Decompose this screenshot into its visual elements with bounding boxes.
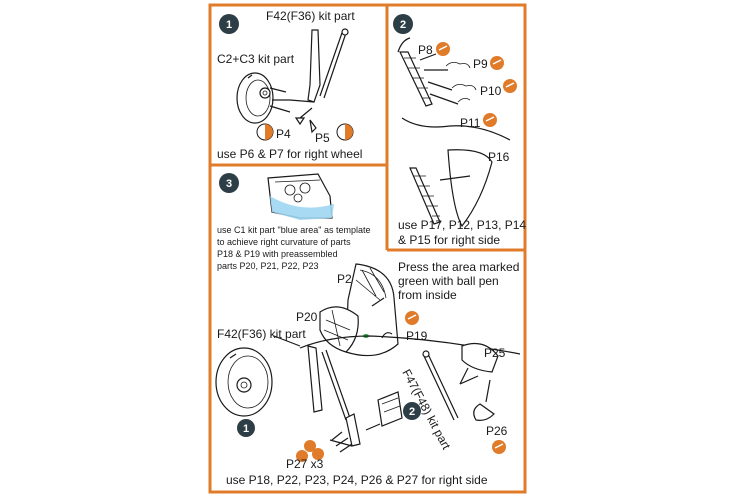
step1-strut-label: F42(F36) kit part — [266, 9, 355, 23]
step3-template-note-4: parts P20, P21, P22, P23 — [217, 261, 319, 271]
step3-p26-badge — [492, 440, 506, 454]
step1-p4-badge: P4 — [256, 123, 291, 141]
panel-borders — [208, 3, 527, 494]
svg-text:P9: P9 — [473, 57, 488, 71]
step2-p10-badge: P10 — [480, 79, 517, 98]
svg-text:P19: P19 — [406, 329, 428, 343]
svg-text:2: 2 — [400, 19, 406, 31]
step3-p26-part — [473, 379, 495, 421]
step3-press-note-3: from inside — [398, 288, 457, 302]
step3-substep2-pieces — [365, 391, 403, 431]
step2-upper-assembly — [397, 37, 477, 107]
step3-sweep-curve — [299, 335, 521, 355]
step1-arrows — [269, 87, 317, 134]
svg-text:2: 2 — [409, 406, 415, 418]
svg-text:P8: P8 — [418, 43, 433, 57]
step3-badge: 3 — [219, 173, 239, 193]
step3-press-note-2: green with ball pen — [398, 274, 499, 288]
step1-wheel-illustration — [236, 72, 274, 124]
step3-note: use P18, P22, P23, P24, P26 & P27 for ri… — [226, 473, 488, 487]
step3-p26-label: P26 — [486, 424, 508, 438]
svg-text:1: 1 — [243, 423, 249, 435]
step2-note-line1: use P17, P12, P13, P14 — [398, 218, 526, 232]
step2-panel: 2 P8 P9 P10 — [393, 14, 526, 247]
step1-wheel-label: C2+C3 kit part — [217, 52, 295, 66]
step3-strut-illustration — [307, 345, 361, 447]
step1-p5-badge: P5 — [315, 123, 354, 145]
step2-p16-label: P16 — [488, 150, 510, 164]
step3-p25-label: P25 — [484, 346, 506, 360]
step3-p25-part — [459, 343, 499, 385]
step1-note: use P6 & P7 for right wheel — [217, 147, 362, 161]
svg-text:3: 3 — [226, 178, 232, 190]
step3-template-note-1: use C1 kit part "blue area" as template — [217, 225, 370, 235]
svg-text:P5: P5 — [315, 131, 330, 145]
step3-rod-illustration — [422, 350, 459, 421]
step3-substep2-badge: 2 — [403, 402, 421, 420]
step2-divider-curve — [401, 117, 511, 141]
step3-spat-assembly — [319, 263, 399, 357]
step3-press-note-1: Press the area marked — [398, 260, 519, 274]
step2-badge: 2 — [393, 14, 413, 34]
step2-p9-badge: P9 — [473, 56, 504, 71]
svg-text:1: 1 — [226, 19, 232, 31]
step2-p8-badge: P8 — [418, 42, 450, 57]
step1-badge: 1 — [219, 14, 239, 34]
step3-panel: 3 use C1 kit part "blue area" as templat… — [215, 173, 521, 487]
step2-p11-badge: P11 — [460, 113, 497, 130]
step2-lower-assembly — [409, 149, 493, 228]
step1-strut-illustration — [289, 28, 349, 103]
step3-template-part — [267, 173, 334, 220]
step3-p20-label: P20 — [296, 310, 318, 324]
step3-strut-label: F42(F36) kit part — [217, 327, 306, 341]
step3-template-note-3: P18 & P19 with preassembled — [217, 249, 338, 259]
svg-text:P10: P10 — [480, 84, 502, 98]
step3-wheel-illustration — [215, 347, 273, 417]
step3-substep1-badge: 1 — [237, 419, 255, 437]
svg-text:P4: P4 — [276, 127, 291, 141]
step3-p27-parts — [296, 431, 353, 462]
step3-template-note-2: to achieve right curvature of parts — [217, 237, 351, 247]
step3-p27-label: P27 x3 — [286, 457, 324, 471]
step1-panel: 1 F42(F36) kit part C2+C3 kit part — [217, 9, 362, 161]
step2-note-line2: & P15 for right side — [398, 233, 500, 247]
